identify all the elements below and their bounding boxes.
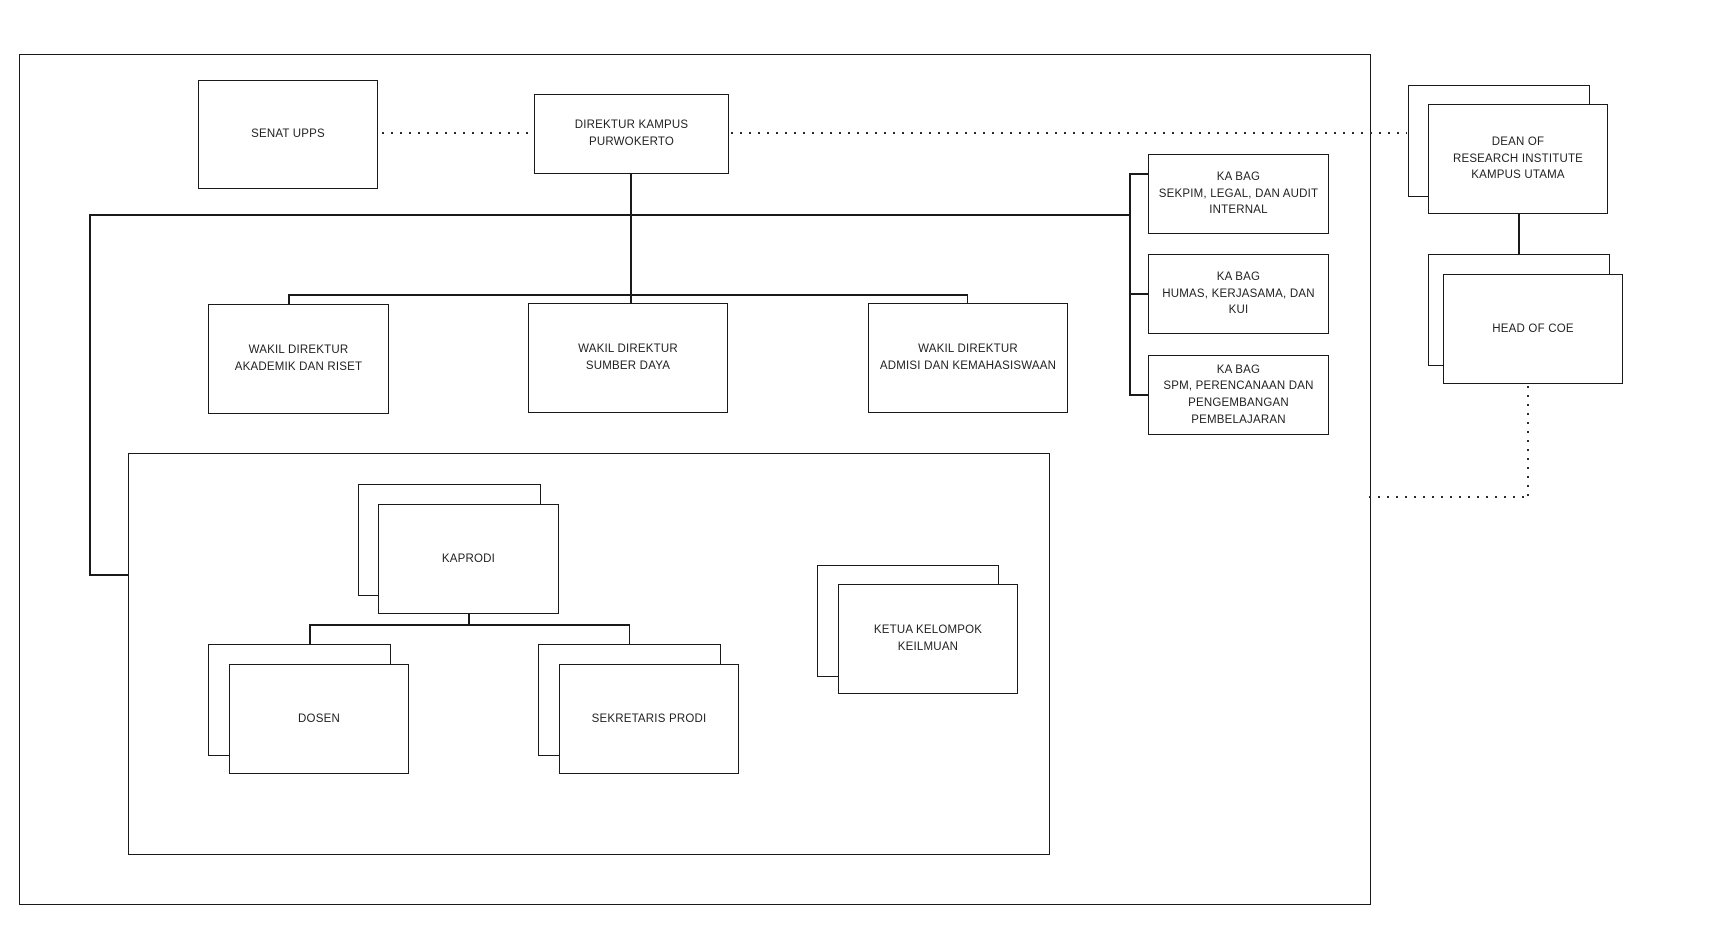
connector-wakil-bracket — [288, 294, 968, 296]
connector-kabag1-stub — [1129, 173, 1149, 175]
node-kabag-spm: KA BAG SPM, PERENCANAAN DAN PENGEMBANGAN… — [1148, 355, 1329, 435]
node-ketua-kelompok-keilmuan: KETUA KELOMPOK KEILMUAN — [838, 584, 1018, 694]
connector-kaprodi-bracket — [309, 624, 630, 626]
connector-dosen-drop — [309, 624, 311, 645]
node-sekretaris-prodi: SEKRETARIS PRODI — [559, 664, 739, 774]
connector-kabag3-stub — [1129, 394, 1149, 396]
connector-direktur-down — [630, 174, 632, 303]
node-wakil-direktur-admisi-label: WAKIL DIREKTUR ADMISI DAN KEMAHASISWAAN — [879, 343, 1057, 372]
campus-boundary-frame — [19, 54, 1371, 905]
node-wakil-direktur-akademik: WAKIL DIREKTUR AKADEMIK DAN RISET — [208, 304, 389, 414]
node-dean-research-institute-label: DEAN OF RESEARCH INSTITUTE KAMPUS UTAMA — [1452, 135, 1584, 182]
connector-left-bracket — [89, 214, 91, 574]
dotted-senat-direktur — [382, 132, 532, 135]
node-senat-upps: SENAT UPPS — [198, 80, 378, 189]
node-direktur-kampus: DIREKTUR KAMPUS PURWOKERTO — [534, 94, 729, 174]
node-kabag-sekpim: KA BAG SEKPIM, LEGAL, DAN AUDIT INTERNAL — [1148, 154, 1329, 234]
node-ketua-kelompok-keilmuan-label: KETUA KELOMPOK KEILMUAN — [873, 624, 983, 653]
node-wakil-direktur-sumber-daya: WAKIL DIREKTUR SUMBER DAYA — [528, 303, 728, 413]
prodi-container-frame — [128, 453, 1050, 855]
connector-kabag2-stub — [1129, 293, 1149, 295]
connector-wakil-akademik-stub — [288, 294, 290, 305]
dotted-headcoe-down — [1527, 386, 1530, 497]
node-kaprodi-label: KAPRODI — [441, 552, 496, 565]
node-dean-research-institute: DEAN OF RESEARCH INSTITUTE KAMPUS UTAMA — [1428, 104, 1608, 214]
node-wakil-direktur-sumber-daya-label: WAKIL DIREKTUR SUMBER DAYA — [578, 343, 678, 372]
node-sekretaris-prodi-label: SEKRETARIS PRODI — [591, 712, 707, 725]
node-direktur-kampus-label: DIREKTUR KAMPUS PURWOKERTO — [574, 119, 689, 148]
node-kabag-spm-label: KA BAG SPM, PERENCANAAN DAN PENGEMBANGAN… — [1163, 363, 1314, 426]
connector-sekretaris-drop — [628, 624, 630, 645]
connector-kaprodi-stub — [468, 613, 470, 624]
connector-dean-headcoe — [1518, 214, 1520, 255]
node-head-of-coe: HEAD OF COE — [1443, 274, 1623, 384]
node-kaprodi: KAPRODI — [378, 504, 559, 614]
node-head-of-coe-label: HEAD OF COE — [1492, 322, 1574, 335]
node-wakil-direktur-admisi: WAKIL DIREKTUR ADMISI DAN KEMAHASISWAAN — [868, 303, 1068, 413]
node-kabag-humas: KA BAG HUMAS, KERJASAMA, DAN KUI — [1148, 254, 1329, 334]
dotted-direktur-dean — [731, 132, 1407, 135]
node-senat-upps-label: SENAT UPPS — [251, 128, 325, 141]
connector-left-bracket-stub — [89, 574, 129, 576]
node-dosen: DOSEN — [229, 664, 409, 774]
connector-kabag-bracket — [1129, 173, 1131, 395]
dotted-headcoe-to-boundary — [1369, 496, 1528, 499]
node-wakil-direktur-akademik-label: WAKIL DIREKTUR AKADEMIK DAN RISET — [234, 344, 363, 373]
connector-wakil-admisi-stub — [966, 294, 968, 305]
connector-main-horizontal — [89, 214, 1129, 216]
node-dosen-label: DOSEN — [298, 712, 340, 725]
node-kabag-sekpim-label: KA BAG SEKPIM, LEGAL, DAN AUDIT INTERNAL — [1158, 170, 1319, 217]
node-kabag-humas-label: KA BAG HUMAS, KERJASAMA, DAN KUI — [1162, 270, 1315, 317]
